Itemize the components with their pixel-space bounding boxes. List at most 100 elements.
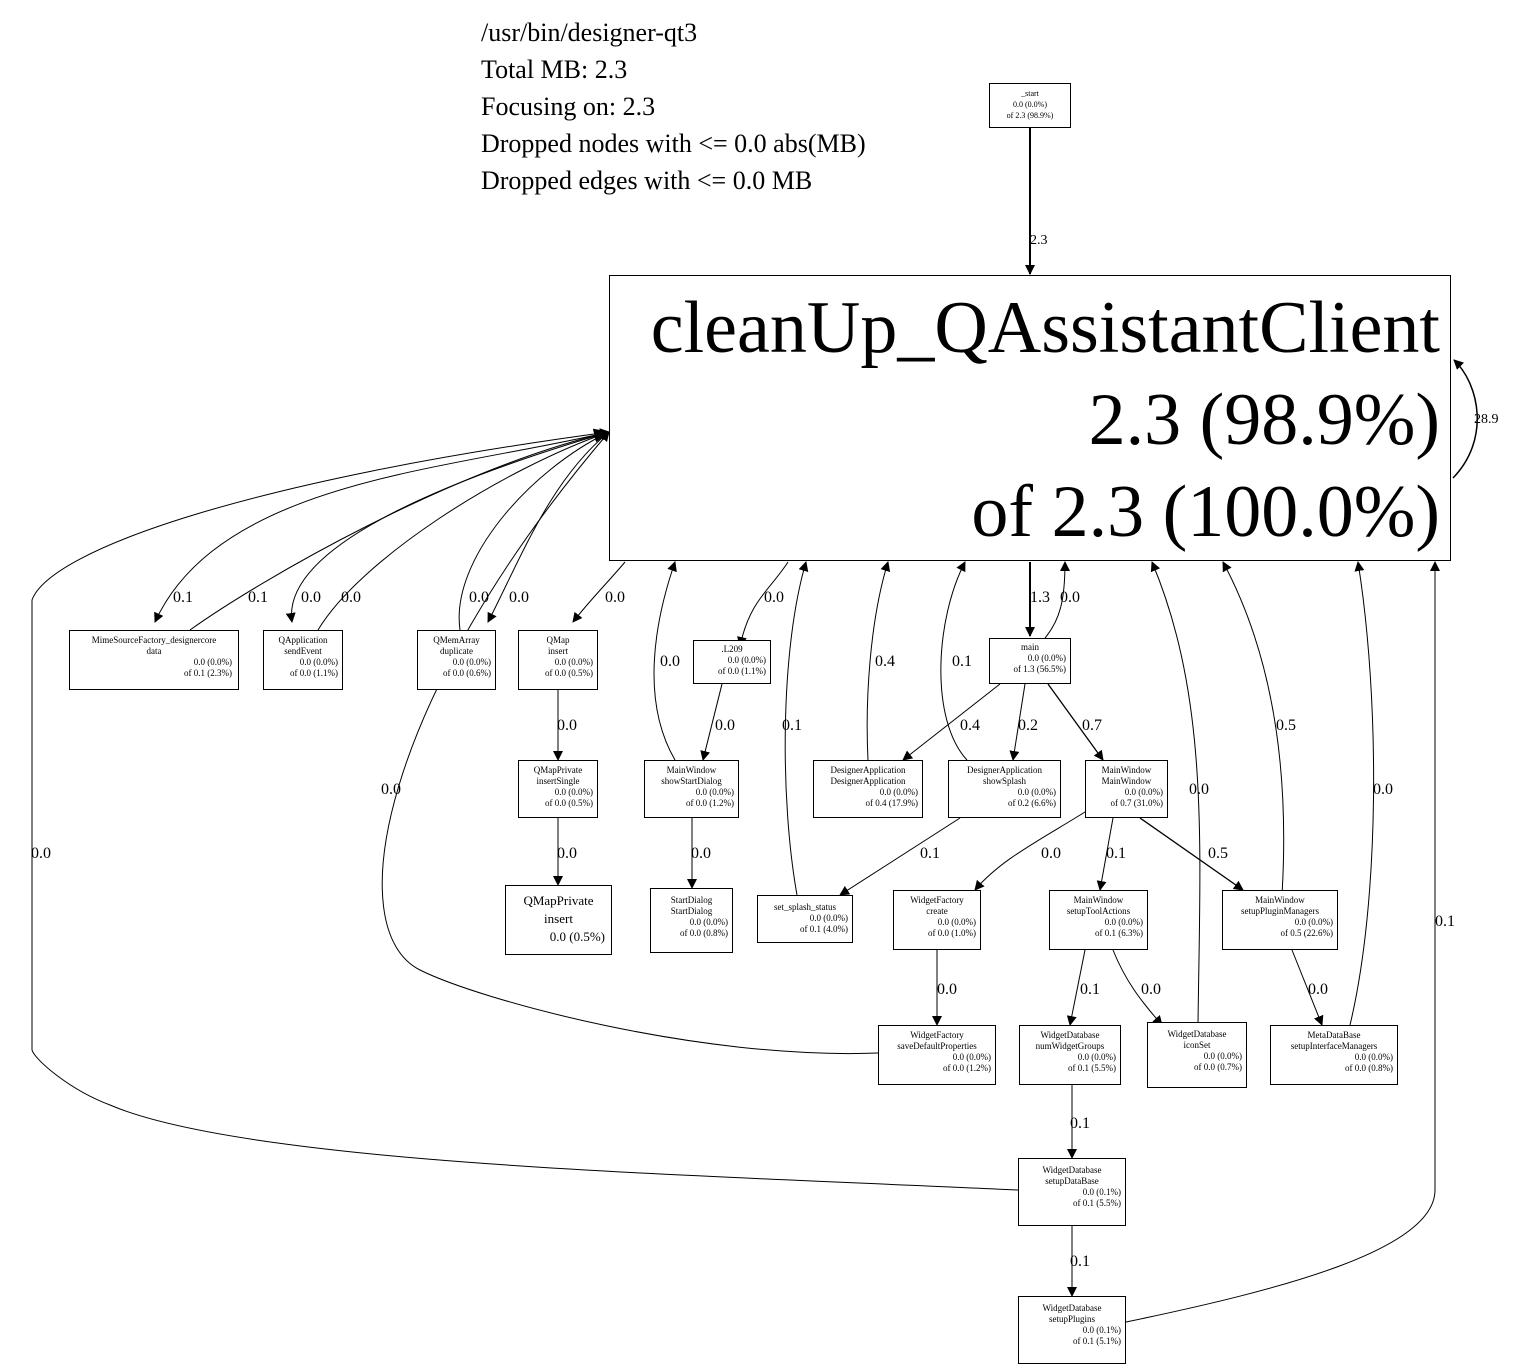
graph-dropped-nodes: Dropped nodes with <= 0.0 abs(MB): [481, 129, 866, 158]
edge-tool-num: [1066, 949, 1086, 1026]
edge-label: 0.4: [960, 717, 980, 734]
edge-label: 0.0: [1141, 981, 1161, 998]
edge-label: 0.7: [1082, 717, 1102, 734]
edge-dada-cleanup: [866, 561, 891, 761]
edge-label: 0.1: [1080, 981, 1100, 998]
edge-label: 0.0: [381, 781, 401, 798]
node-mainwindow-ctor: MainWindow MainWindow 0.0 (0.0%) of 0.7 …: [1085, 760, 1168, 818]
edge-main-splash: [1009, 683, 1026, 761]
edge-iconset-cleanup: [1150, 561, 1201, 1026]
edge-label: 2.3: [1030, 233, 1048, 248]
edge-label: 0.1: [173, 589, 193, 606]
edge-label: 0.0: [1373, 781, 1393, 798]
node-total: of 2.3 (100.0%): [971, 471, 1440, 553]
edge-cleanup-qapp: [285, 431, 610, 623]
edge-label: 0.0: [605, 589, 625, 606]
edge-label: 0.0: [341, 589, 361, 606]
node-metadatabase-setupinterfacemanagers: MetaDataBase setupInterfaceManagers 0.0 …: [1270, 1025, 1398, 1085]
edge-cleanup-l209: [737, 561, 789, 647]
graph-focus: Focusing on: 2.3: [481, 92, 656, 121]
edge-self-loop: [1452, 359, 1478, 479]
edge-main-mw: [1047, 683, 1104, 761]
edge-mdb-cleanup: [1349, 561, 1375, 1026]
node-qmap-insert: QMap insert 0.0 (0.0%) of 0.0 (0.5%): [518, 630, 598, 690]
edge-main-cleanup: [1044, 561, 1070, 639]
edge-label: 0.0: [764, 589, 784, 606]
node-cleanup-qassistantclient: cleanUp_QAssistantClient 2.3 (98.9%) of …: [609, 275, 1451, 561]
edge-label: 0.5: [1208, 845, 1228, 862]
graph-program-name: /usr/bin/designer-qt3: [481, 18, 698, 47]
edge-label: 0.0: [31, 845, 51, 862]
edge-setupplugins-cleanup: [1125, 561, 1440, 1323]
node-qapplication-sendevent: QApplication sendEvent 0.0 (0.0%) of 0.0…: [263, 630, 343, 690]
edge-label: 0.0: [301, 589, 321, 606]
node-mainwindow-setuptoolactions: MainWindow setupToolActions 0.0 (0.0%) o…: [1049, 890, 1148, 950]
edge-sd-cleanup: [653, 561, 677, 761]
edge-l209-sd: [700, 683, 723, 761]
edge-label: 0.5: [1276, 717, 1296, 734]
edge-label: 1.3: [1030, 589, 1050, 606]
edge-main-dada: [902, 683, 1001, 761]
edge-qmem-cleanup: [458, 431, 610, 631]
node-mimesourcefactory-data: MimeSourceFactory_designercore data 0.0 …: [69, 630, 239, 690]
edge-label: 0.2: [1018, 717, 1038, 734]
edge-splash-status: [839, 817, 961, 896]
graph-dropped-edges: Dropped edges with <= 0.0 MB: [481, 166, 813, 195]
edge-plugins-mdb: [1291, 949, 1324, 1026]
edge-label: 0.0: [1060, 589, 1080, 606]
edge-cleanup-qmem: [487, 431, 610, 623]
node-mainwindow-showstartdialog: MainWindow showStartDialog 0.0 (0.0%) of…: [644, 760, 739, 818]
node-widgetdatabase-numwidgetgroups: WidgetDatabase numWidgetGroups 0.0 (0.0%…: [1019, 1025, 1121, 1085]
node-name: cleanUp_QAssistantClient: [650, 287, 1440, 369]
edge-label: 0.0: [469, 589, 489, 606]
edge-label: 0.0: [557, 845, 577, 862]
edge-label: 0.0: [1189, 781, 1209, 798]
node-designerapplication-ctor: DesignerApplication DesignerApplication …: [813, 760, 923, 818]
edge-label: 0.0: [509, 589, 529, 606]
edge-tool-iconset: [1112, 949, 1163, 1026]
node-widgetdatabase-setupdatabase: WidgetDatabase setupDataBase 0.0 (0.1%) …: [1018, 1158, 1126, 1226]
node-mainwindow-setuppluginmanagers: MainWindow setupPluginManagers 0.0 (0.0%…: [1222, 890, 1338, 950]
edge-label: 0.0: [1041, 845, 1061, 862]
edge-label: 0.1: [1435, 913, 1455, 930]
edge-label: 0.1: [1070, 1115, 1090, 1132]
node-qmapprivate-insert: QMapPrivate insert 0.0 (0.5%): [505, 885, 612, 955]
node-l209: .L209 0.0 (0.0%) of 0.0 (1.1%): [693, 640, 771, 684]
node-qmapprivate-insertsingle: QMapPrivate insertSingle 0.0 (0.0%) of 0…: [518, 760, 598, 818]
node-widgetdatabase-setupplugins: WidgetDatabase setupPlugins 0.0 (0.1%) o…: [1018, 1296, 1126, 1364]
node-widgetfactory-create: WidgetFactory create 0.0 (0.0%) of 0.0 (…: [893, 890, 981, 950]
edge-label: 0.1: [952, 653, 972, 670]
edge-label: 0.1: [248, 589, 268, 606]
edge-splash-cleanup: [940, 561, 968, 761]
edge-label: 0.0: [937, 981, 957, 998]
edge-label: 0.0: [1308, 981, 1328, 998]
edge-mime-cleanup: [189, 428, 610, 631]
node-main: main 0.0 (0.0%) of 1.3 (56.5%): [989, 638, 1071, 684]
node-start: _start 0.0 (0.0%) of 2.3 (98.9%): [989, 83, 1071, 128]
edge-label: 0.0: [691, 845, 711, 862]
node-startdialog-ctor: StartDialog StartDialog 0.0 (0.0%) of 0.…: [650, 888, 733, 953]
node-set-splash-status: set_splash_status 0.0 (0.0%) of 0.1 (4.0…: [757, 895, 853, 943]
edge-mw-wfcreate: [974, 811, 1086, 891]
edge-label: 0.1: [782, 717, 802, 734]
edge-label: 0.0: [557, 717, 577, 734]
edge-mw-tool: [1096, 817, 1114, 891]
node-qmemarray-duplicate: QMemArray duplicate 0.0 (0.0%) of 0.0 (0…: [417, 630, 496, 690]
node-designerapplication-showsplash: DesignerApplication showSplash 0.0 (0.0%…: [948, 760, 1061, 818]
edge-plugins-cleanup: [1222, 561, 1285, 896]
edge-label: 28.9: [1474, 412, 1499, 427]
edge-label: 0.1: [1070, 1253, 1090, 1270]
edge-label: 0.4: [875, 653, 895, 670]
node-widgetfactory-savedefaultproperties: WidgetFactory saveDefaultProperties 0.0 …: [878, 1025, 996, 1085]
edge-label: 0.1: [1106, 845, 1126, 862]
node-self: 2.3 (98.9%): [1088, 379, 1440, 461]
node-widgetdatabase-iconset: WidgetDatabase iconSet 0.0 (0.0%) of 0.0…: [1147, 1022, 1247, 1088]
graph-total: Total MB: 2.3: [481, 55, 628, 84]
edge-cleanup-qmap: [572, 561, 626, 623]
edge-setupdb-cleanup: [31, 428, 1019, 1191]
edge-cleanup-mime: [154, 431, 610, 623]
edge-label: 0.1: [920, 845, 940, 862]
edge-label: 0.0: [660, 653, 680, 670]
edge-mw-plugins: [1139, 817, 1244, 891]
edge-label: 0.0: [715, 717, 735, 734]
